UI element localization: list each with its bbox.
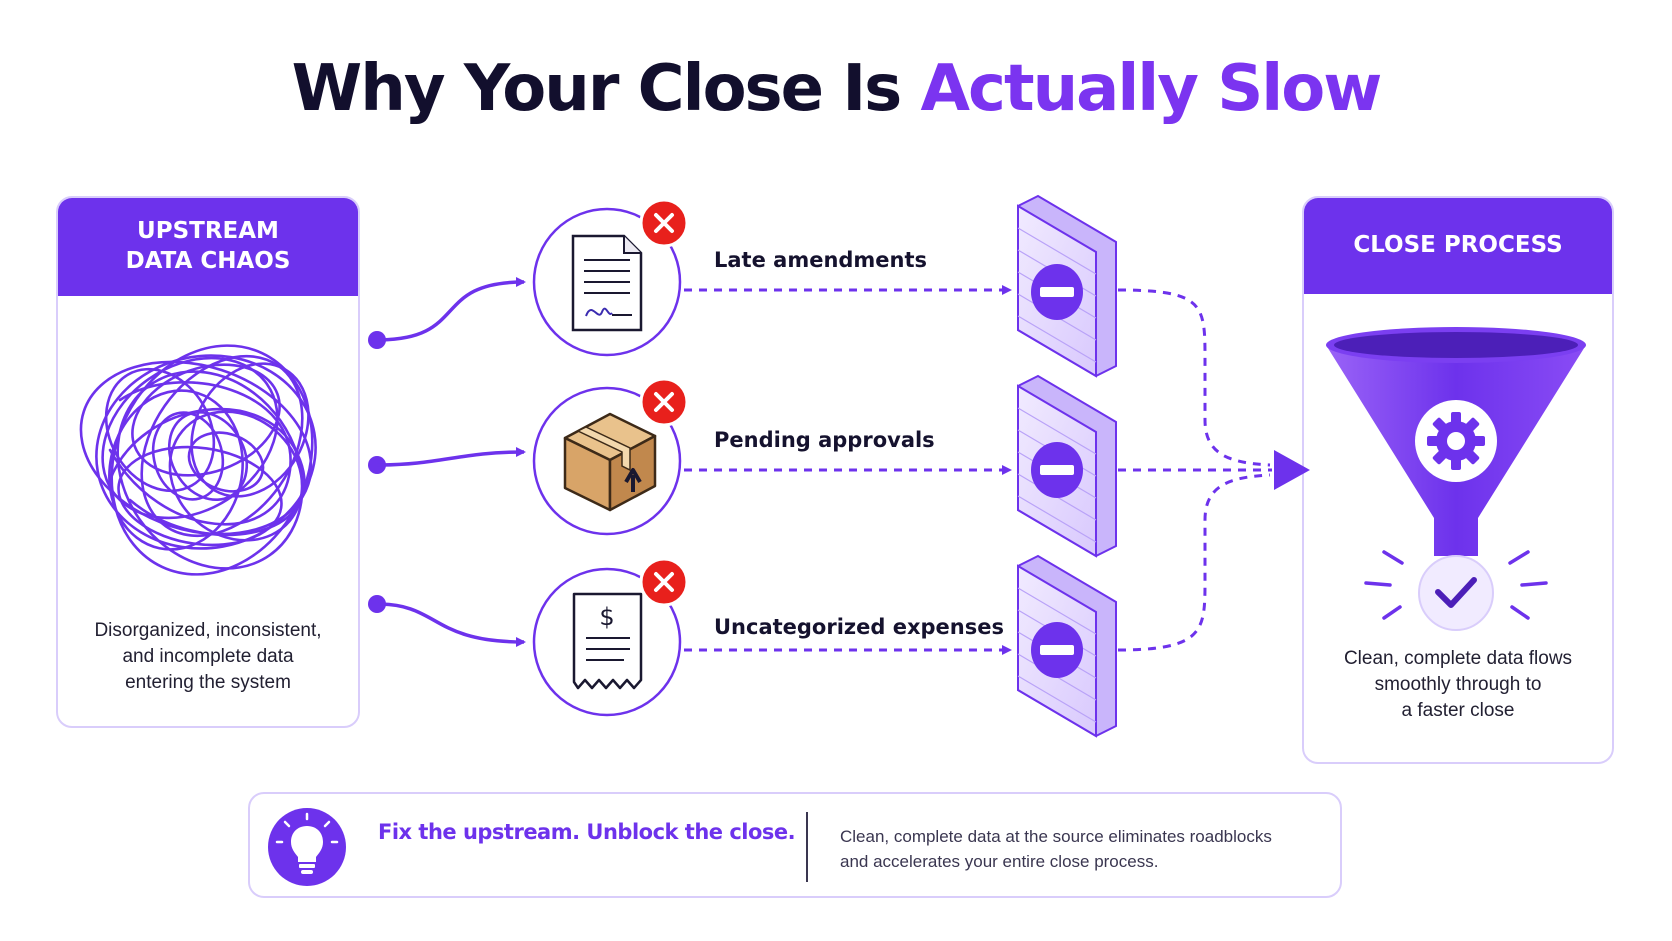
package-box-icon xyxy=(563,412,657,512)
close-process-description-line3: a faster close xyxy=(1401,700,1515,721)
blocker-label-1: Late amendments xyxy=(714,248,928,272)
upstream-connectors xyxy=(368,277,526,647)
blocker-label-3: Uncategorized expenses xyxy=(714,615,1004,639)
page-title: Why Your Close Is Actually Slow xyxy=(0,52,1672,126)
close-process-header: CLOSE PROCESS xyxy=(1304,198,1612,294)
connector-line-3 xyxy=(376,602,526,647)
blocker-item-1 xyxy=(532,198,689,357)
signed-document-icon xyxy=(571,234,643,332)
merge-line-3 xyxy=(1117,473,1271,652)
banner-description-line1: Clean, complete data at the source elimi… xyxy=(840,827,1272,846)
close-process-description: Clean, complete data flows smoothly thro… xyxy=(1304,646,1612,724)
title-main: Why Your Close Is xyxy=(291,52,921,126)
connector-line-2 xyxy=(376,447,526,467)
roadblock-wall-3 xyxy=(1017,554,1117,738)
dashed-flow-lines xyxy=(684,285,1272,655)
upstream-description-line2: and incomplete data xyxy=(122,646,294,667)
merge-line-1 xyxy=(1117,288,1271,467)
roadblock-wall-2 xyxy=(1017,374,1117,558)
close-process-description-line2: smoothly through to xyxy=(1374,674,1542,695)
blocker-label-2: Pending approvals xyxy=(714,428,935,452)
lightbulb-icon xyxy=(268,808,346,886)
banner-divider xyxy=(806,812,808,882)
upstream-header-line2: DATA CHAOS xyxy=(125,248,291,274)
merge-arrowhead-icon xyxy=(1274,450,1310,490)
connector-line-1 xyxy=(376,277,526,342)
upstream-description-line1: Disorganized, inconsistent, xyxy=(94,620,322,641)
upstream-description-line3: entering the system xyxy=(125,672,291,693)
success-check-icon xyxy=(1364,550,1548,631)
svg-text:$: $ xyxy=(599,603,614,631)
upstream-description: Disorganized, inconsistent, and incomple… xyxy=(58,618,358,696)
scribble-chaos-icon xyxy=(79,344,317,576)
upstream-card: UPSTREAM DATA CHAOS Disorganized, incons… xyxy=(56,196,360,728)
banner-description: Clean, complete data at the source elimi… xyxy=(840,824,1272,874)
title-accent: Actually Slow xyxy=(920,52,1383,126)
close-process-description-line1: Clean, complete data flows xyxy=(1343,648,1573,669)
blocker-item-3: $ xyxy=(532,557,689,717)
banner-description-line2: and accelerates your entire close proces… xyxy=(840,852,1159,871)
close-process-card: CLOSE PROCESS Clean, complete data flows… xyxy=(1302,196,1614,764)
blocker-item-2 xyxy=(532,377,689,536)
gear-icon xyxy=(1427,412,1485,470)
upstream-header: UPSTREAM DATA CHAOS xyxy=(58,198,358,296)
funnel-icon xyxy=(1326,327,1586,556)
callout-banner: Fix the upstream. Unblock the close. Cle… xyxy=(248,792,1342,898)
receipt-icon: $ xyxy=(572,592,643,690)
upstream-header-line1: UPSTREAM xyxy=(137,218,279,245)
roadblock-wall-1 xyxy=(1017,194,1117,378)
banner-headline: Fix the upstream. Unblock the close. xyxy=(378,820,796,844)
